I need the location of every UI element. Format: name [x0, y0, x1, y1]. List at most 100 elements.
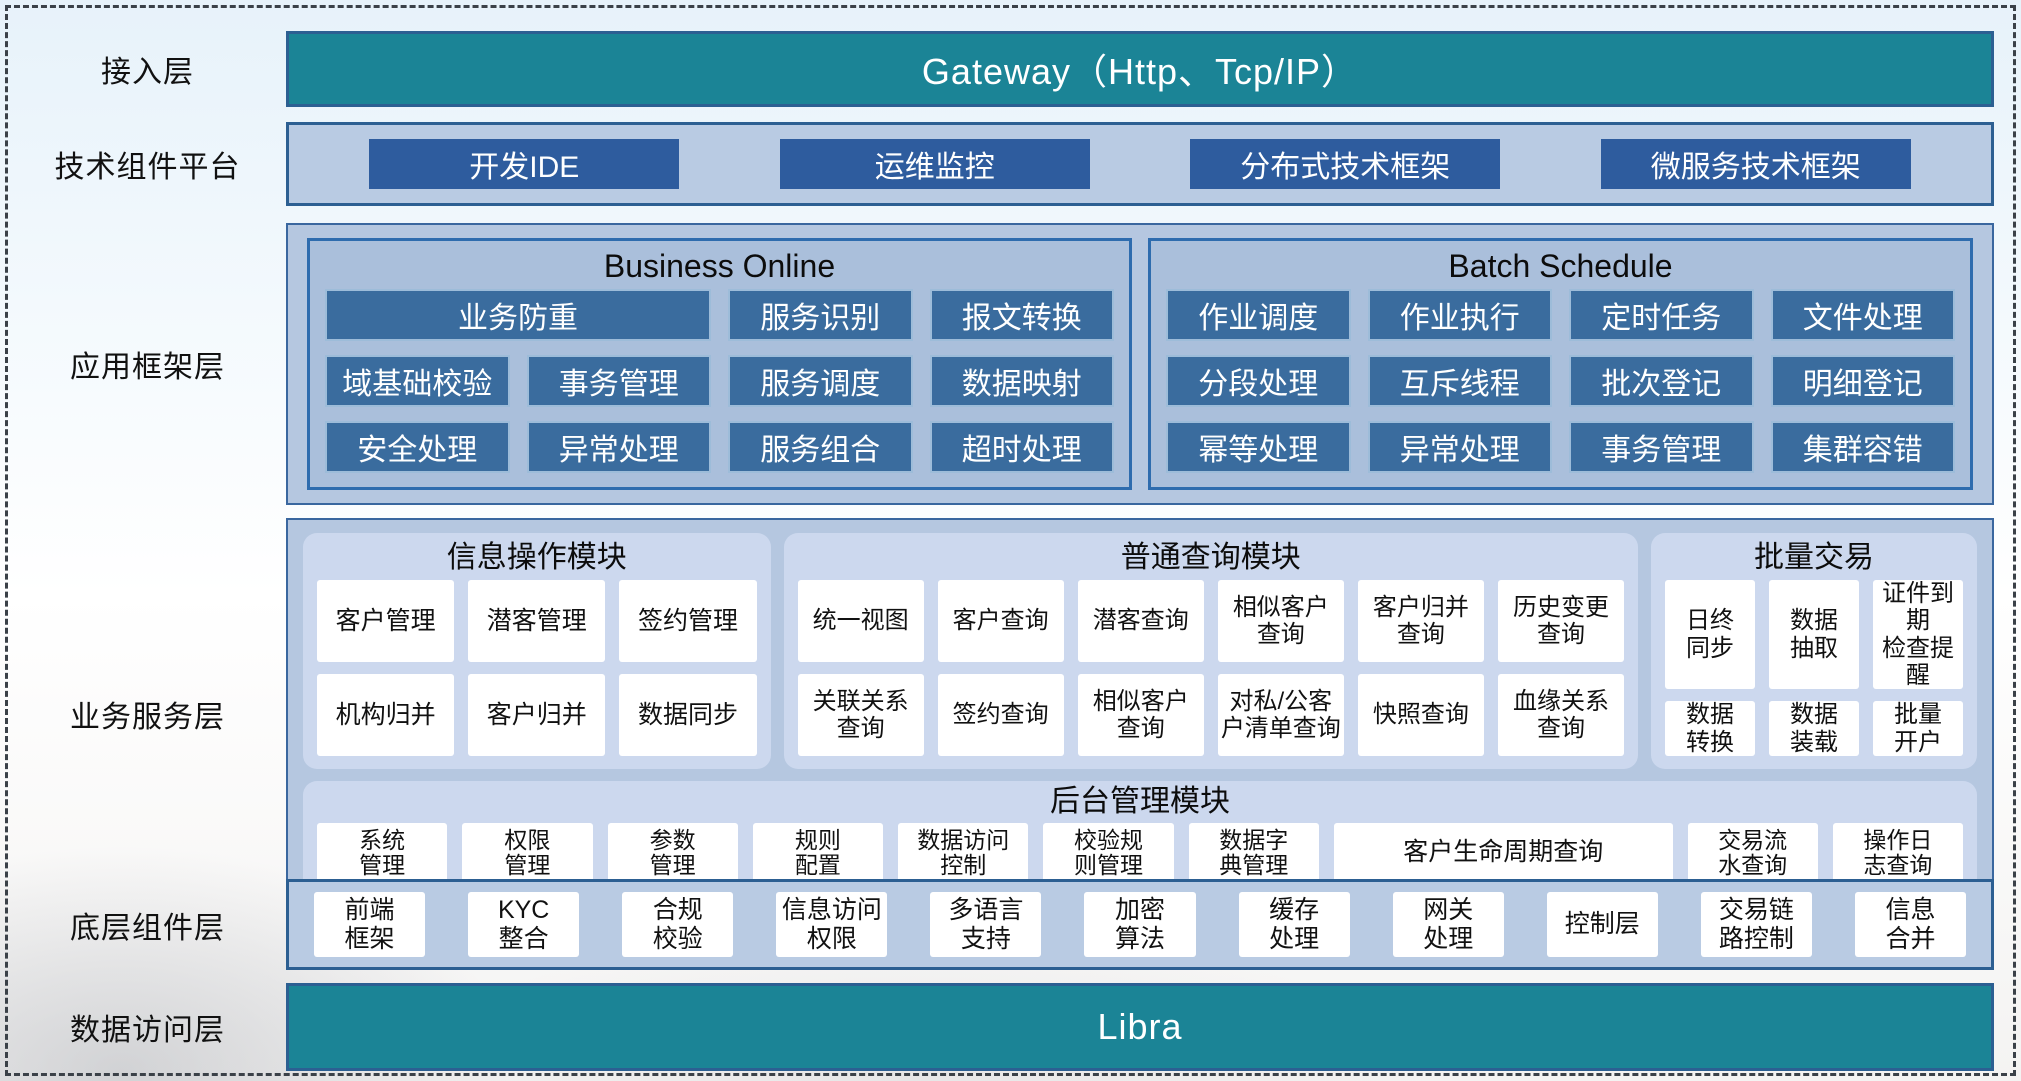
business-service-panel: 信息操作模块 客户管理 潜客管理 签约管理 机构归并 客户归并 数据同步 普通查…	[286, 518, 1994, 910]
tech-block-distributed-framework: 分布式技术框架	[1190, 139, 1501, 189]
card-data-sync: 数据同步	[619, 674, 757, 757]
card-operation-log-query: 操作日 志查询	[1832, 823, 1964, 884]
block-transaction-mgmt-2: 事务管理	[1569, 421, 1754, 473]
block-mutex-thread: 互斥线程	[1367, 355, 1552, 407]
card-history-change-query: 历史变更 查询	[1497, 580, 1624, 663]
batch-transaction-grid: 日终 同步 数据 抽取 证件到期 检查提醒 数据 转换 数据 装载 批量 开户	[1665, 580, 1963, 757]
layer-row-app-framework: 应用框架层 Business Online 业务防重 服务识别 报文转换 域基础…	[9, 223, 1994, 505]
block-exception-handling-2: 异常处理	[1367, 421, 1552, 473]
card-customer-merge-query: 客户归并 查询	[1357, 580, 1484, 663]
backend-admin-title: 后台管理模块	[1050, 785, 1230, 819]
app-framework-panel: Business Online 业务防重 服务识别 报文转换 域基础校验 事务管…	[286, 223, 1994, 505]
card-gateway-handling: 网关 处理	[1392, 892, 1504, 957]
card-transaction-flow-query: 交易流 水查询	[1687, 823, 1818, 884]
general-query-title: 普通查询模块	[1120, 541, 1301, 574]
card-unified-view: 统一视图	[797, 580, 924, 663]
card-multilang-support: 多语言 支持	[930, 892, 1042, 957]
block-job-schedule: 作业调度	[1166, 289, 1351, 341]
batch-transaction-title: 批量交易	[1754, 541, 1874, 574]
card-info-access-permission: 信息访问 权限	[776, 892, 888, 957]
card-data-extract: 数据 抽取	[1769, 580, 1859, 690]
card-customer-list-query: 对私/公客 户清单查询	[1217, 674, 1344, 757]
card-validation-rule-mgmt: 校验规 则管理	[1043, 823, 1174, 884]
card-contract-query: 签约查询	[937, 674, 1064, 757]
card-lineage-query: 血缘关系 查询	[1497, 674, 1624, 757]
batch-transaction-module: 批量交易 日终 同步 数据 抽取 证件到期 检查提醒 数据 转换 数据 装载 批…	[1651, 533, 1977, 770]
block-message-convert: 报文转换	[929, 289, 1114, 341]
card-cache-handling: 缓存 处理	[1238, 892, 1350, 957]
layer-label-tech-platform: 技术组件平台	[54, 151, 241, 184]
info-operation-module: 信息操作模块 客户管理 潜客管理 签约管理 机构归并 客户归并 数据同步	[303, 533, 771, 770]
tech-block-ops-monitoring: 运维监控	[779, 139, 1090, 189]
card-control-layer: 控制层	[1546, 892, 1658, 957]
block-timeout-handling: 超时处理	[929, 421, 1114, 473]
business-online-grid: 业务防重 服务识别 报文转换 域基础校验 事务管理 服务调度 数据映射 安全处理…	[325, 289, 1114, 473]
block-dedup: 业务防重	[325, 289, 711, 341]
card-similar-customer-query-2: 相似客户 查询	[1077, 674, 1204, 757]
layer-row-access: 接入层 Gateway（Http、Tcp/IP）	[9, 31, 1994, 107]
block-service-composition: 服务组合	[728, 421, 913, 473]
layer-row-data-access: 数据访问层 Libra	[9, 983, 1994, 1071]
card-customer-merge: 客户归并	[468, 674, 606, 757]
card-data-load: 数据 装载	[1769, 701, 1859, 757]
block-job-execute: 作业执行	[1367, 289, 1552, 341]
block-security-handling: 安全处理	[325, 421, 510, 473]
block-file-handling: 文件处理	[1770, 289, 1955, 341]
business-online-group: Business Online 业务防重 服务识别 报文转换 域基础校验 事务管…	[307, 238, 1132, 490]
block-timed-task: 定时任务	[1569, 289, 1754, 341]
card-parameter-mgmt: 参数 管理	[607, 823, 738, 884]
card-relation-query: 关联关系 查询	[797, 674, 924, 757]
card-rule-config: 规则 配置	[752, 823, 884, 884]
backend-admin-row: 系统 管理 权限 管理 参数 管理 规则 配置 数据访问 控制 校验规 则管理 …	[317, 823, 1964, 884]
general-query-grid: 统一视图 客户查询 潜客查询 相似客户 查询 客户归并 查询 历史变更 查询 关…	[797, 580, 1624, 757]
block-segment-processing: 分段处理	[1166, 355, 1351, 407]
card-snapshot-query: 快照查询	[1357, 674, 1484, 757]
gateway-bar: Gateway（Http、Tcp/IP）	[286, 31, 1994, 107]
layer-label-data-access: 数据访问层	[70, 1014, 225, 1047]
layer-label-business-service: 业务服务层	[70, 700, 225, 734]
block-data-mapping: 数据映射	[929, 355, 1114, 407]
card-org-merge: 机构归并	[317, 674, 455, 757]
card-prospect-mgmt: 潜客管理	[468, 580, 606, 663]
info-operation-title: 信息操作模块	[446, 541, 627, 574]
card-customer-query: 客户查询	[937, 580, 1064, 663]
card-compliance-check: 合规 校验	[622, 892, 734, 957]
card-system-mgmt: 系统 管理	[317, 823, 448, 884]
card-data-access-control: 数据访问 控制	[898, 823, 1029, 884]
card-prospect-query: 潜客查询	[1077, 580, 1204, 663]
card-similar-customer-query: 相似客户 查询	[1217, 580, 1344, 663]
tech-platform-panel: 开发IDE 运维监控 分布式技术框架 微服务技术框架	[286, 122, 1994, 206]
block-idempotent: 幂等处理	[1166, 421, 1351, 473]
block-cluster-fault-tolerance: 集群容错	[1770, 421, 1955, 473]
block-batch-register: 批次登记	[1569, 355, 1754, 407]
card-transaction-link-control: 交易链 路控制	[1700, 892, 1812, 957]
batch-schedule-title: Batch Schedule	[1448, 248, 1673, 284]
block-service-identify: 服务识别	[728, 289, 913, 341]
card-data-transform: 数据 转换	[1665, 701, 1755, 757]
card-customer-mgmt: 客户管理	[317, 580, 455, 663]
layer-row-base-components: 底层组件层 前端 框架 KYC 整合 合规 校验 信息访问 权限 多语言 支持 …	[9, 879, 1994, 970]
layer-row-tech-platform: 技术组件平台 开发IDE 运维监控 分布式技术框架 微服务技术框架	[9, 122, 1994, 206]
architecture-diagram: 接入层 Gateway（Http、Tcp/IP） 技术组件平台 开发IDE 运维…	[9, 9, 2012, 1072]
card-info-merge: 信息 合并	[1854, 892, 1967, 957]
backend-admin-module: 后台管理模块 系统 管理 权限 管理 参数 管理 规则 配置 数据访问 控制 校…	[303, 781, 1977, 895]
block-service-schedule: 服务调度	[728, 355, 913, 407]
card-data-dictionary-mgmt: 数据字 典管理	[1188, 823, 1319, 884]
card-cert-expiry-reminder: 证件到期 检查提醒	[1873, 580, 1963, 690]
general-query-module: 普通查询模块 统一视图 客户查询 潜客查询 相似客户 查询 客户归并 查询 历史…	[783, 533, 1638, 770]
base-components-panel: 前端 框架 KYC 整合 合规 校验 信息访问 权限 多语言 支持 加密 算法 …	[286, 879, 1994, 970]
block-transaction-mgmt: 事务管理	[526, 355, 711, 407]
card-eod-sync: 日终 同步	[1665, 580, 1755, 690]
card-kyc-integration: KYC 整合	[468, 892, 580, 957]
tech-block-dev-ide: 开发IDE	[369, 139, 680, 189]
layer-label-base-components: 底层组件层	[70, 911, 225, 945]
layer-label-access: 接入层	[101, 56, 194, 89]
layer-label-app-framework: 应用框架层	[70, 351, 225, 384]
card-permission-mgmt: 权限 管理	[462, 823, 593, 884]
business-online-title: Business Online	[603, 248, 836, 284]
libra-bar: Libra	[286, 983, 1994, 1071]
info-operation-grid: 客户管理 潜客管理 签约管理 机构归并 客户归并 数据同步	[317, 580, 757, 757]
block-domain-validation: 域基础校验	[325, 355, 510, 407]
block-detail-register: 明细登记	[1770, 355, 1955, 407]
layer-row-business-service: 业务服务层 信息操作模块 客户管理 潜客管理 签约管理 机构归并 客户归并 数据…	[9, 518, 1994, 910]
